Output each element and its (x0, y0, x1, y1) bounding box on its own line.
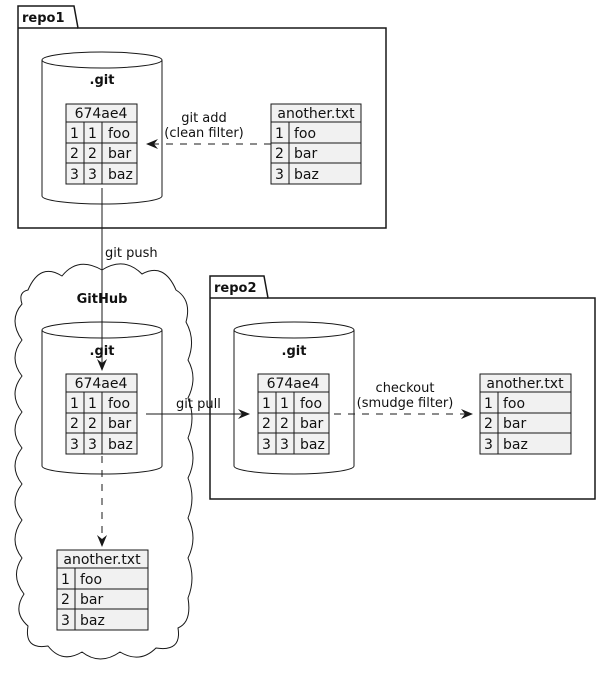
database-repo2-git-label: .git (282, 344, 307, 359)
table-cell: 2 (70, 146, 79, 162)
table-cell: baz (108, 167, 133, 183)
edge-git-pull: git pull (146, 397, 250, 419)
edge-git-add-label-1: git add (181, 111, 227, 126)
edge-git-add-label-2: (clean filter) (164, 126, 243, 141)
table-cell: 1 (484, 396, 493, 412)
edge-git-push-label: git push (105, 246, 158, 261)
table-cell: foo (80, 572, 102, 588)
table-cell: foo (108, 396, 130, 412)
table-cell: bar (80, 592, 103, 608)
table-cell: baz (108, 437, 133, 453)
table-header: another.txt (486, 376, 564, 392)
table-cell: 1 (262, 396, 271, 412)
table-cell: bar (503, 416, 526, 432)
table-cell: 3 (61, 613, 70, 629)
table-cell: 3 (262, 437, 271, 453)
table-cell: 1 (70, 396, 79, 412)
table-cell: bar (294, 146, 317, 162)
table-cell: baz (300, 437, 325, 453)
table-cell: 2 (280, 416, 289, 432)
table-cell: bar (108, 416, 131, 432)
edge-checkout: checkout (smudge filter) (334, 381, 473, 419)
edge-git-add: git add (clean filter) (146, 111, 271, 149)
table-cell: foo (300, 396, 322, 412)
table-header: another.txt (63, 552, 141, 568)
table-cell: 1 (275, 126, 284, 142)
table-github-blob: 674ae4 1 1 foo 2 2 bar 3 3 baz (65, 373, 138, 455)
table-cell: baz (294, 167, 319, 183)
table-cell: 1 (88, 126, 97, 142)
table-cell: foo (503, 396, 525, 412)
table-repo2-file: another.txt 1 foo 2 bar 3 baz (479, 373, 572, 455)
table-cell: bar (108, 146, 131, 162)
table-cell: 2 (88, 146, 97, 162)
table-cell: 3 (70, 167, 79, 183)
table-github-file: another.txt 1 foo 2 bar 3 baz (56, 549, 149, 631)
table-header: another.txt (277, 106, 355, 122)
table-repo1-blob: 674ae4 1 1 foo 2 2 bar 3 3 baz (65, 103, 138, 185)
table-cell: 2 (61, 592, 70, 608)
edge-git-pull-label: git pull (176, 397, 221, 412)
table-cell: 3 (484, 437, 493, 453)
table-cell: 2 (275, 146, 284, 162)
table-repo1-file: another.txt 1 foo 2 bar 3 baz (270, 103, 362, 185)
package-repo1-label: repo1 (22, 11, 65, 26)
table-cell: baz (80, 613, 105, 629)
table-cell: foo (294, 126, 316, 142)
table-cell: 3 (70, 437, 79, 453)
table-cell: 2 (484, 416, 493, 432)
table-cell: 3 (275, 167, 284, 183)
database-repo1-git-label: .git (90, 73, 115, 88)
table-cell: 1 (61, 572, 70, 588)
table-cell: bar (300, 416, 323, 432)
table-cell: 3 (88, 437, 97, 453)
table-cell: 3 (88, 167, 97, 183)
table-repo2-blob: 674ae4 1 1 foo 2 2 bar 3 3 baz (257, 373, 330, 455)
package-repo2-label: repo2 (214, 281, 257, 296)
table-cell: 2 (262, 416, 271, 432)
edge-checkout-label-2: (smudge filter) (357, 396, 454, 411)
table-cell: 1 (88, 396, 97, 412)
table-cell: foo (108, 126, 130, 142)
edge-git-push: git push (97, 188, 158, 371)
table-cell: 1 (280, 396, 289, 412)
table-cell: 2 (88, 416, 97, 432)
table-cell: 1 (70, 126, 79, 142)
edge-checkout-label-1: checkout (376, 381, 435, 396)
table-header: 674ae4 (75, 106, 128, 122)
table-cell: 3 (280, 437, 289, 453)
table-header: 674ae4 (75, 376, 128, 392)
table-cell: baz (503, 437, 528, 453)
table-header: 674ae4 (267, 376, 320, 392)
table-cell: 2 (70, 416, 79, 432)
